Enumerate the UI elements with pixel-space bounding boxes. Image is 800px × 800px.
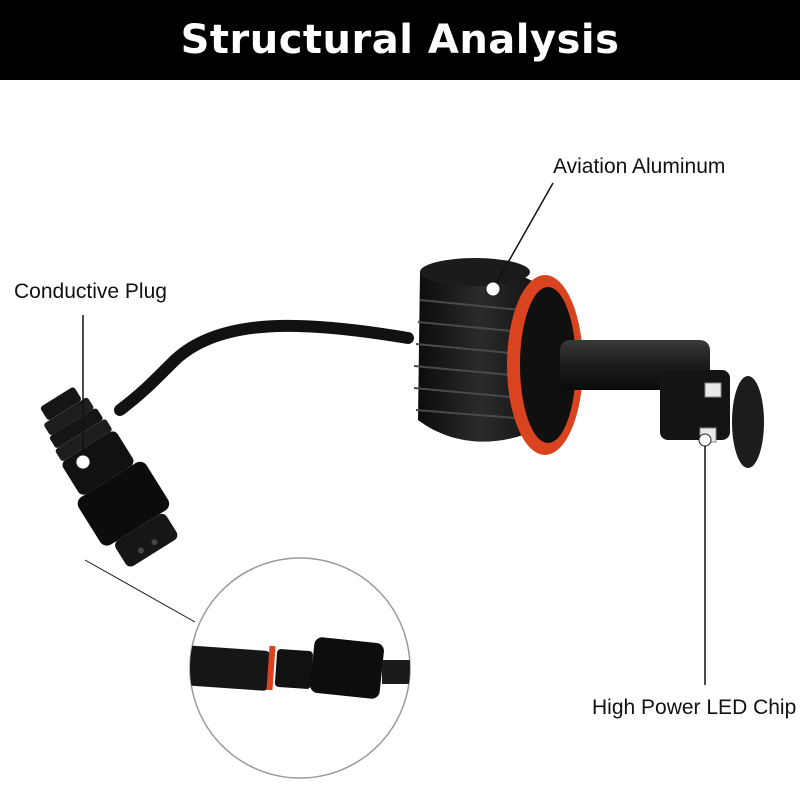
leader-line-zoom (84, 559, 196, 623)
label-aviation-aluminum: Aviation Aluminum (553, 155, 726, 178)
title-banner: Structural Analysis (0, 0, 800, 80)
leader-line-aluminum (492, 182, 554, 290)
zoom-detail (189, 557, 411, 779)
callout-dot-plug (75, 454, 91, 470)
cable (114, 319, 414, 416)
callout-dot-aluminum (485, 281, 501, 297)
label-high-power-led-chip: High Power LED Chip (592, 696, 797, 719)
page-title: Structural Analysis (180, 17, 620, 63)
label-conductive-plug: Conductive Plug (14, 280, 167, 303)
callout-dot-chip (698, 433, 712, 447)
bulb-neck (560, 340, 764, 468)
conductive-plug (40, 387, 178, 567)
